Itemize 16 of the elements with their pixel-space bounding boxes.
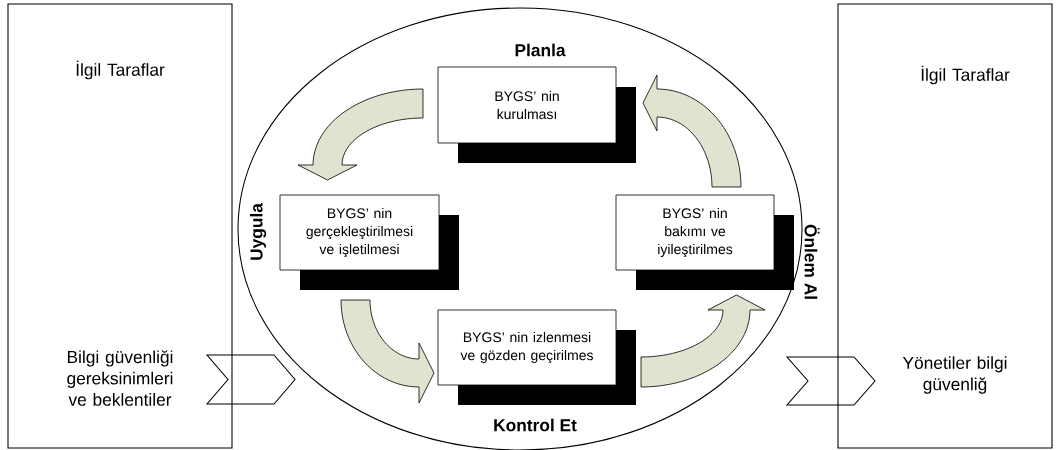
chevron-arrow — [205, 354, 296, 405]
panel-text: Yönetiler bilgi güvenliğ — [902, 356, 1007, 394]
panel-title: İlgil Taraflar — [76, 60, 165, 80]
phase-label: Uygula — [249, 203, 267, 260]
phase-label: Planla — [515, 43, 566, 57]
process-box: BYGS’ nin bakımı ve iyileştirilmes — [615, 194, 794, 290]
process-box: BYGS’ nin izlenmesi ve gözden geçirilmes — [437, 309, 636, 405]
phase-label: Kontrol Et — [494, 418, 577, 432]
curved-arrow — [297, 88, 424, 181]
panel-text: Bilgi güvenliği gereksinimleri ve beklentiler — [67, 350, 173, 406]
curved-arrow — [640, 294, 766, 388]
panel-title: İlgil Taraflar — [921, 65, 1010, 85]
phase-label: Önlem Al — [804, 224, 820, 299]
process-box: BYGS’ nin kurulması — [437, 66, 636, 163]
chevron-arrow — [785, 356, 876, 406]
process-box: BYGS’ nin gerçekleştirilmesi ve işletilmesi — [279, 194, 459, 290]
